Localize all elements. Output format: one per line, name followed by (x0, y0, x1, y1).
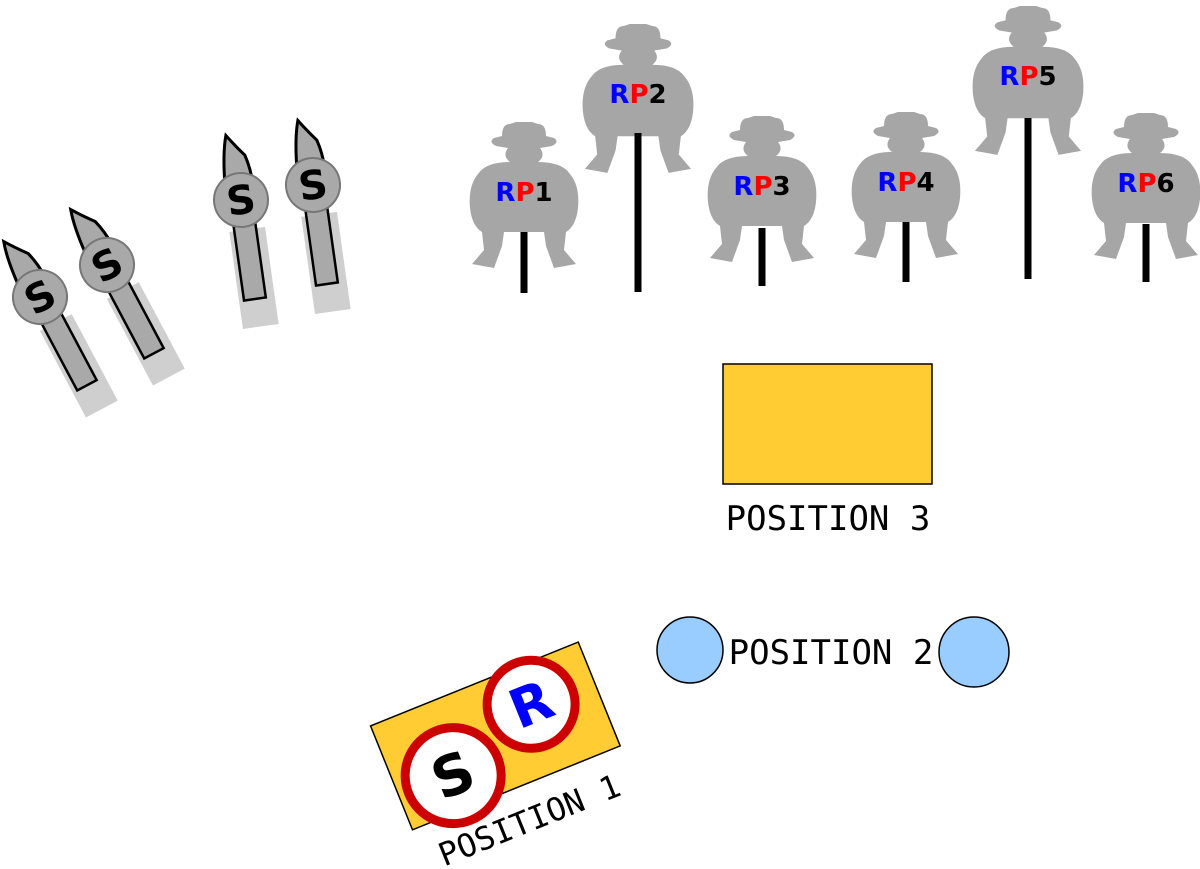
position-3-label: POSITION 3 (726, 499, 931, 539)
rp-target-label: RP2 (609, 80, 666, 110)
rp-target-label: RP4 (877, 168, 934, 198)
position-2: POSITION 2 (656, 616, 1010, 688)
position-2-left-marker (656, 616, 724, 684)
position-3-box (722, 363, 933, 485)
rp-target-3: RP3 (707, 116, 817, 286)
steel-target: S (213, 132, 279, 329)
position-1-token-s: S (400, 723, 506, 829)
steel-target-label: S (296, 161, 331, 211)
rp-target-label: RP5 (999, 62, 1056, 92)
steel-target: S (285, 117, 351, 314)
rp-target-2: RP2 (582, 24, 694, 292)
position-3: POSITION 3 (722, 363, 933, 539)
rp-target-4: RP4 (851, 112, 961, 282)
position-2-right-marker (938, 616, 1010, 688)
rp-target-5: RP5 (972, 6, 1084, 279)
rp-target-label: RP6 (1117, 169, 1174, 199)
position-2-label: POSITION 2 (729, 633, 934, 673)
steel-target: S (1, 238, 118, 418)
steel-target-label: S (224, 176, 259, 226)
rp-target-label: RP3 (733, 172, 790, 202)
rp-target-1: RP1 (469, 122, 579, 293)
rp-target-label: RP1 (495, 178, 552, 208)
position-1-token-r: R (482, 655, 580, 753)
position-1: S R POSITION 1 (369, 641, 626, 869)
steel-target: S (68, 206, 185, 386)
rp-target-6: RP6 (1091, 113, 1200, 282)
